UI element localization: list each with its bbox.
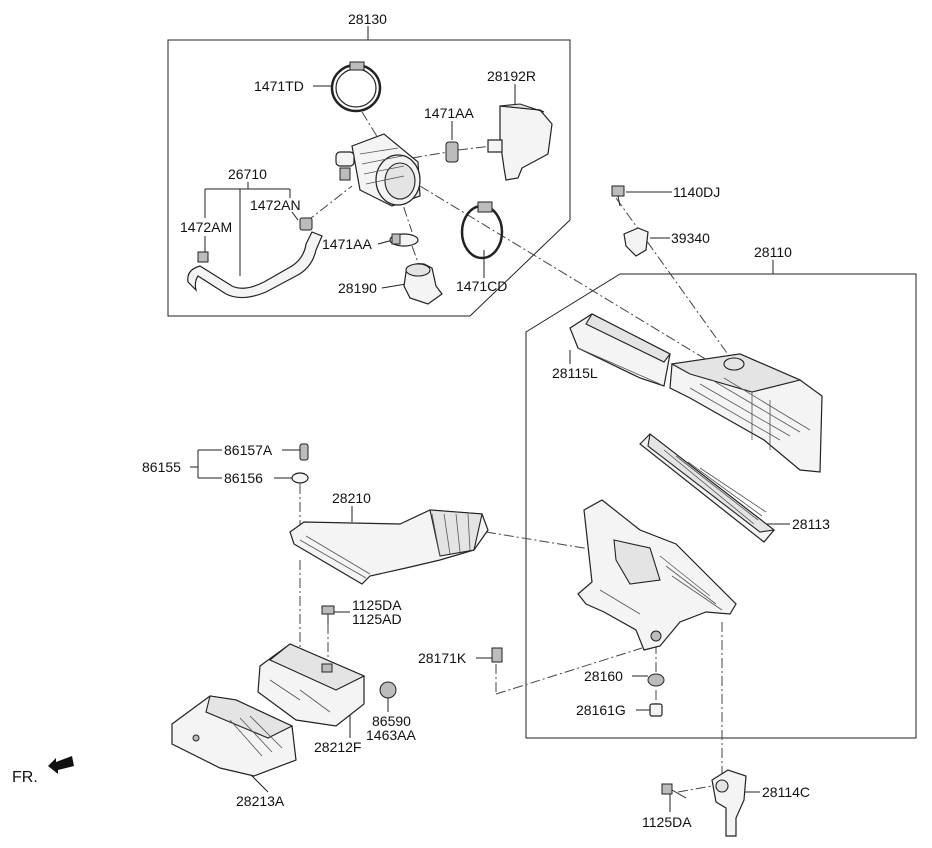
clip-1471AA-top [445,141,459,163]
pin-86157A [299,443,309,461]
filter-element-28113 [639,433,776,543]
label-26710: 26710 [228,166,267,182]
clamp-1471TD [330,61,382,113]
duct-28212F [257,643,366,727]
insulator-28160 [647,673,665,687]
bolt-28171K [491,647,503,663]
bolt-1125DA-bottom [661,783,687,799]
label-39340: 39340 [671,230,710,246]
cover-28115L [569,313,671,387]
clamp-1471AA-bottom [389,233,419,247]
label-28212F: 28212F [314,739,361,755]
group-box-28110 [525,273,917,739]
label-28171K: 28171K [418,650,467,666]
air-intake-hose-28130 [335,133,421,207]
label-28210: 28210 [332,490,371,506]
label-28110: 28110 [754,244,792,260]
assembly-centerlines [299,111,743,793]
bolt-1125DA-1125AD [321,605,335,624]
label-1140DJ: 1140DJ [673,184,720,200]
label-28160: 28160 [584,668,623,684]
label-1471AA-bottom: 1471AA [322,236,372,252]
label-1472AN: 1472AN [250,197,301,213]
grommet-86590-1463AA [379,681,397,699]
part-labels: 28130 1471TD 28192R 1471AA 26710 1472AN … [142,11,830,830]
bracket-28213A [171,695,297,777]
label-28115L: 28115L [552,365,598,381]
label-86590: 86590 [372,713,411,729]
group-box-28130 [167,39,571,317]
label-1471AA-top: 1471AA [424,105,474,121]
label-28190: 28190 [338,280,377,296]
front-direction-indicator: FR. [12,756,74,786]
collar-28161G [649,703,663,717]
label-1463AA: 1463AA [366,727,416,743]
label-1472AM: 1472AM [180,219,232,235]
label-28192R: 28192R [487,68,536,84]
label-28130: 28130 [348,11,387,27]
label-fr: FR. [12,769,38,786]
grommet-86156 [291,472,309,484]
label-1125DA-top: 1125DA [352,597,402,613]
lower-case-air-cleaner [577,499,737,651]
label-86155: 86155 [142,459,181,475]
breather-hose-26710 [187,217,323,299]
label-1125AD: 1125AD [352,611,402,627]
bolt-1140DJ [611,185,625,207]
intake-duct-28210 [289,509,489,585]
label-28161G: 28161G [576,702,626,718]
resonator-28192R [487,103,553,181]
label-86157A: 86157A [224,442,273,458]
label-86156: 86156 [224,470,263,486]
label-1471CD: 1471CD [456,278,507,294]
duct-28190 [403,263,443,305]
upper-case-air-cleaner [669,353,823,473]
bracket-28114C [711,769,747,837]
label-1125DA-bottom: 1125DA [642,814,692,830]
clamp-1471CD [460,201,504,260]
bracket-39340 [623,227,649,257]
label-1471TD: 1471TD [254,78,304,94]
label-28114C: 28114C [762,784,810,800]
label-28113: 28113 [792,516,830,532]
label-28213A: 28213A [236,793,285,809]
front-arrow-icon [48,756,74,774]
